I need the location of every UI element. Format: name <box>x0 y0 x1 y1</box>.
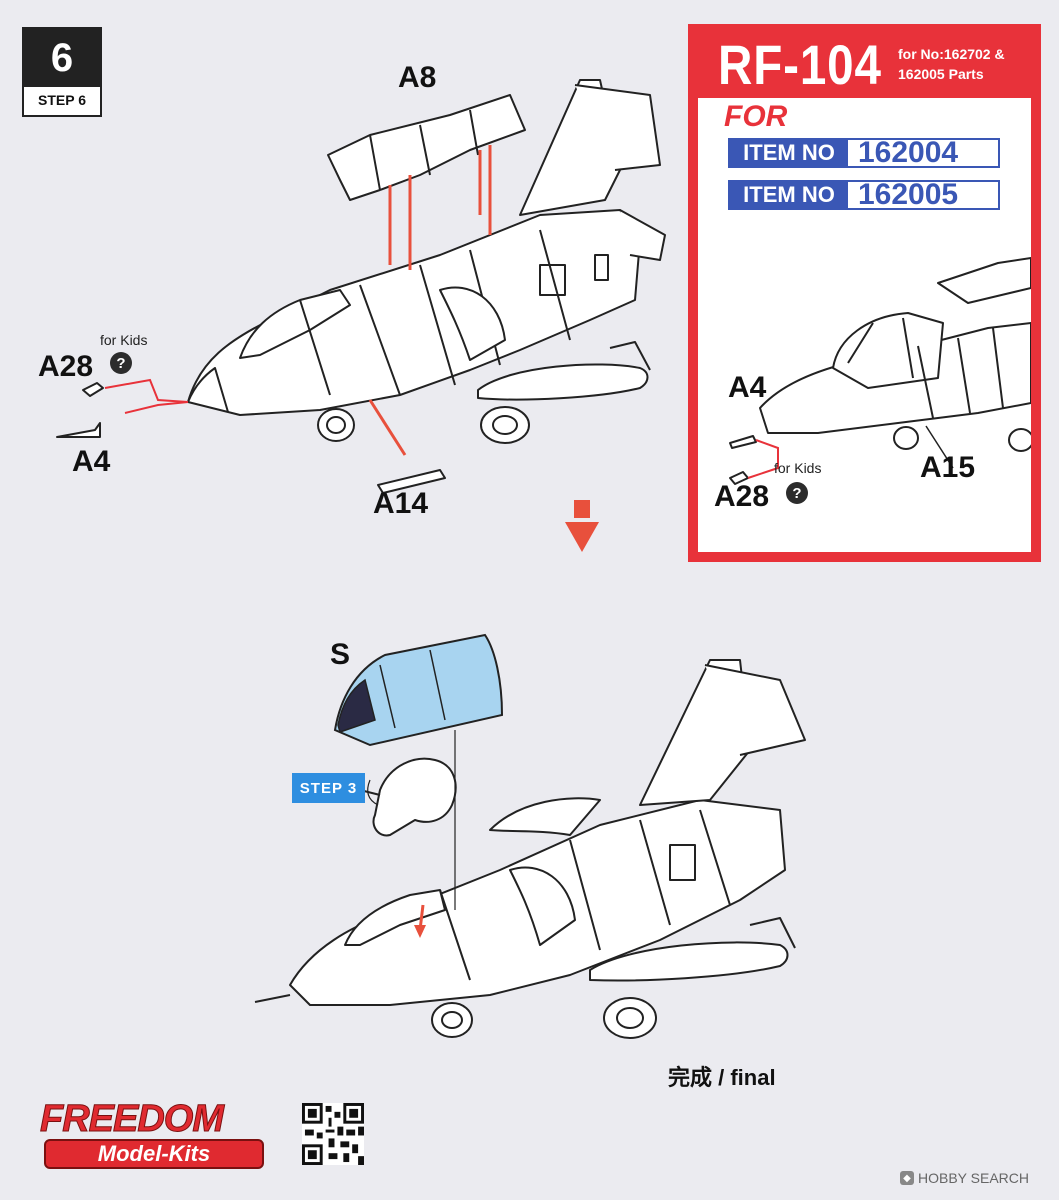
freedom-model-kits-logo: FREEDOM Model-Kits <box>40 1098 272 1169</box>
item-value: 162004 <box>858 136 959 169</box>
hobby-search-icon: ◆ <box>900 1171 914 1185</box>
item-key: ITEM NO <box>730 182 848 208</box>
variant-for-kids-note: for Kids <box>774 460 822 476</box>
item-value: 162005 <box>858 178 959 211</box>
step-indicator: 6 STEP 6 <box>22 27 102 117</box>
variant-a15-label: A15 <box>920 451 976 484</box>
final-label: 完成 / final <box>668 1065 776 1090</box>
question-icon: ? <box>110 352 132 374</box>
panel-title: RF-104 <box>718 33 882 96</box>
variant-a28-label: A28 <box>714 480 770 513</box>
panel-subtitle: for No:162702 & 162005 Parts <box>898 44 1005 84</box>
part-a8-label: A8 <box>398 61 437 94</box>
rf104-panel: RF-104 for No:162702 & 162005 Parts FOR … <box>688 24 1041 562</box>
brand-bottom: Model-Kits <box>44 1139 264 1169</box>
hobby-search-watermark: ◆ HOBBY SEARCH <box>900 1170 1029 1186</box>
brand-top: FREEDOM <box>40 1098 225 1141</box>
for-label: FOR <box>724 100 788 133</box>
step-label: STEP 6 <box>38 92 86 108</box>
part-a14-label: A14 <box>373 487 429 520</box>
variant-diagram <box>729 257 1031 485</box>
step3-reference-badge: STEP 3 <box>292 773 365 803</box>
variant-a4-label: A4 <box>728 371 767 404</box>
variant-question-icon: ? <box>786 482 808 504</box>
item-row-2: ITEM NO 162005 <box>728 178 1000 211</box>
panel-content: FOR ITEM NO 162004 ITEM NO 162005 <box>698 98 1031 552</box>
part-a4-label: A4 <box>72 445 111 478</box>
item-row-1: ITEM NO 162004 <box>728 136 1000 169</box>
top-assembly-diagram <box>56 79 666 552</box>
part-a28-label: A28 <box>38 350 94 383</box>
canopy-s-label: S <box>330 638 351 671</box>
panel-subtitle-line1: for No:162702 & <box>898 46 1005 62</box>
final-assembly-diagram <box>254 633 806 1039</box>
step-number: 6 <box>24 29 100 87</box>
panel-subtitle-line2: 162005 Parts <box>898 66 984 82</box>
item-key: ITEM NO <box>730 140 848 166</box>
watermark-text: HOBBY SEARCH <box>918 1170 1029 1186</box>
qr-code-icon <box>302 1103 364 1165</box>
for-kids-note: for Kids <box>100 332 148 348</box>
